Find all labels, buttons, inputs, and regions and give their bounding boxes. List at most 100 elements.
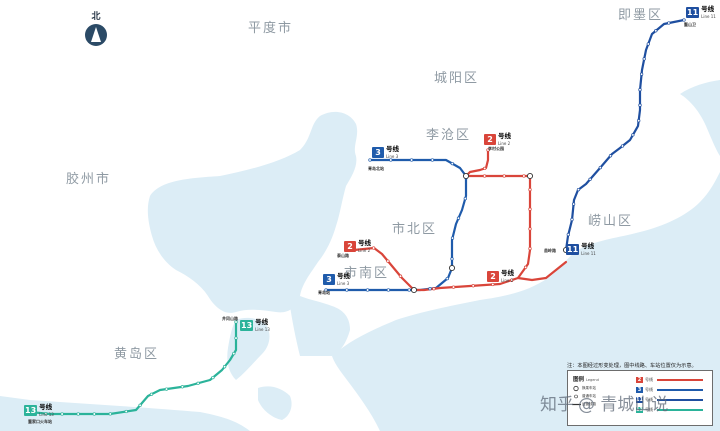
line2-station bbox=[398, 274, 403, 278]
legend-line-swatch bbox=[657, 379, 703, 381]
legend-line-number: 2 bbox=[636, 377, 643, 383]
line11-station bbox=[646, 42, 650, 46]
line13-station bbox=[234, 336, 238, 340]
line-name-en: Line 2 bbox=[498, 140, 511, 146]
transfer-station-icon bbox=[573, 385, 579, 392]
line2-station bbox=[523, 265, 528, 269]
region-label-shinan: 市南区 bbox=[344, 266, 390, 281]
region-label-pingdu: 平度市 bbox=[248, 21, 294, 36]
line-name: 号线 bbox=[501, 268, 514, 277]
line-name-en: Line 3 bbox=[386, 153, 399, 159]
line3-station bbox=[430, 158, 435, 162]
legend-line-swatch bbox=[657, 399, 703, 401]
line-number: 3 bbox=[323, 274, 335, 285]
legend-title-en: Legend bbox=[586, 378, 599, 382]
line-name: 号线 bbox=[498, 131, 511, 140]
watermark: 知乎@ 青城山说 bbox=[540, 390, 672, 415]
line13-station bbox=[92, 412, 96, 416]
water-body bbox=[332, 172, 720, 431]
water-body bbox=[258, 386, 292, 420]
line13-station bbox=[60, 412, 64, 416]
line2-station bbox=[491, 282, 495, 287]
line-name: 号线 bbox=[358, 238, 371, 247]
line3-station bbox=[365, 288, 370, 292]
transfer-station bbox=[448, 264, 456, 272]
line13-route bbox=[28, 320, 238, 416]
line11-station bbox=[620, 144, 625, 148]
line-name-en: Line 11 bbox=[581, 250, 596, 256]
region-label-jiaozhou: 胶州市 bbox=[66, 172, 112, 187]
transfer-station bbox=[410, 286, 418, 294]
terminal-label: 鳌山卫 bbox=[684, 22, 696, 27]
line2-station bbox=[432, 287, 436, 291]
north-compass: 北 bbox=[84, 12, 108, 46]
water-body bbox=[290, 296, 350, 356]
compass-arrow-icon bbox=[85, 24, 107, 46]
line3-station bbox=[386, 288, 391, 292]
region-label-chengyang: 城阳区 bbox=[434, 71, 480, 86]
line2-station bbox=[386, 259, 390, 263]
legend-row-line3: 3 号线 bbox=[636, 387, 703, 393]
line11-station bbox=[637, 119, 641, 123]
region-label-huangdao: 黄岛区 bbox=[114, 347, 160, 362]
line11-station bbox=[639, 72, 644, 76]
legend-line-label: 号线 bbox=[645, 397, 653, 402]
line-name-en: Line 13 bbox=[255, 326, 270, 332]
line3-station bbox=[368, 158, 372, 162]
line-name-en: Line 3 bbox=[337, 280, 350, 286]
water-body bbox=[680, 80, 720, 156]
line11-station bbox=[570, 217, 574, 222]
watermark-site: 知乎 bbox=[540, 395, 574, 415]
line-number: 2 bbox=[344, 241, 356, 252]
legend-line-number: 11 bbox=[636, 397, 643, 403]
water-body bbox=[227, 317, 270, 380]
line2-station bbox=[502, 174, 506, 178]
line-number: 13 bbox=[240, 320, 254, 331]
line-name: 号线 bbox=[581, 241, 595, 250]
line11-station bbox=[638, 88, 642, 92]
line2-east-spur bbox=[516, 260, 568, 282]
terminal-label: 青岛北站 bbox=[368, 166, 384, 171]
line13-station bbox=[222, 365, 227, 369]
line13-station bbox=[138, 403, 142, 407]
line3-station bbox=[445, 276, 449, 281]
line-name: 号线 bbox=[39, 402, 53, 411]
line-name: 号线 bbox=[255, 317, 269, 326]
line2-station bbox=[371, 246, 376, 250]
line3-station bbox=[463, 196, 467, 201]
line2-station bbox=[483, 166, 487, 171]
legend-line-swatch bbox=[657, 409, 703, 411]
legend-line-number: 13 bbox=[636, 407, 643, 413]
line11-station bbox=[654, 29, 658, 33]
line3-station bbox=[450, 161, 454, 166]
line-name-en: Line 2 bbox=[501, 277, 514, 283]
line-number: 11 bbox=[566, 244, 580, 255]
line13-station bbox=[44, 411, 48, 416]
terminal-label: 泰山路 bbox=[337, 253, 349, 258]
line11-station bbox=[638, 103, 642, 107]
compass-label: 北 bbox=[91, 12, 101, 22]
legend-symbol-label: 运营线路 bbox=[582, 402, 596, 406]
station-icon bbox=[574, 394, 578, 399]
line3-station bbox=[324, 288, 328, 292]
legend-symbol-label: 普通车站 bbox=[582, 394, 596, 398]
line11-station bbox=[576, 187, 581, 192]
terminal-label: 董家口火车站 bbox=[28, 419, 52, 424]
line3-station bbox=[407, 288, 411, 292]
line-name-en: Line 13 bbox=[39, 411, 54, 417]
line-name-en: Line 2 bbox=[358, 247, 371, 253]
line3-station bbox=[456, 216, 461, 220]
line13-station bbox=[180, 385, 185, 389]
line2-station bbox=[482, 174, 487, 178]
line-name: 号线 bbox=[337, 271, 350, 280]
line13-station bbox=[124, 409, 128, 414]
